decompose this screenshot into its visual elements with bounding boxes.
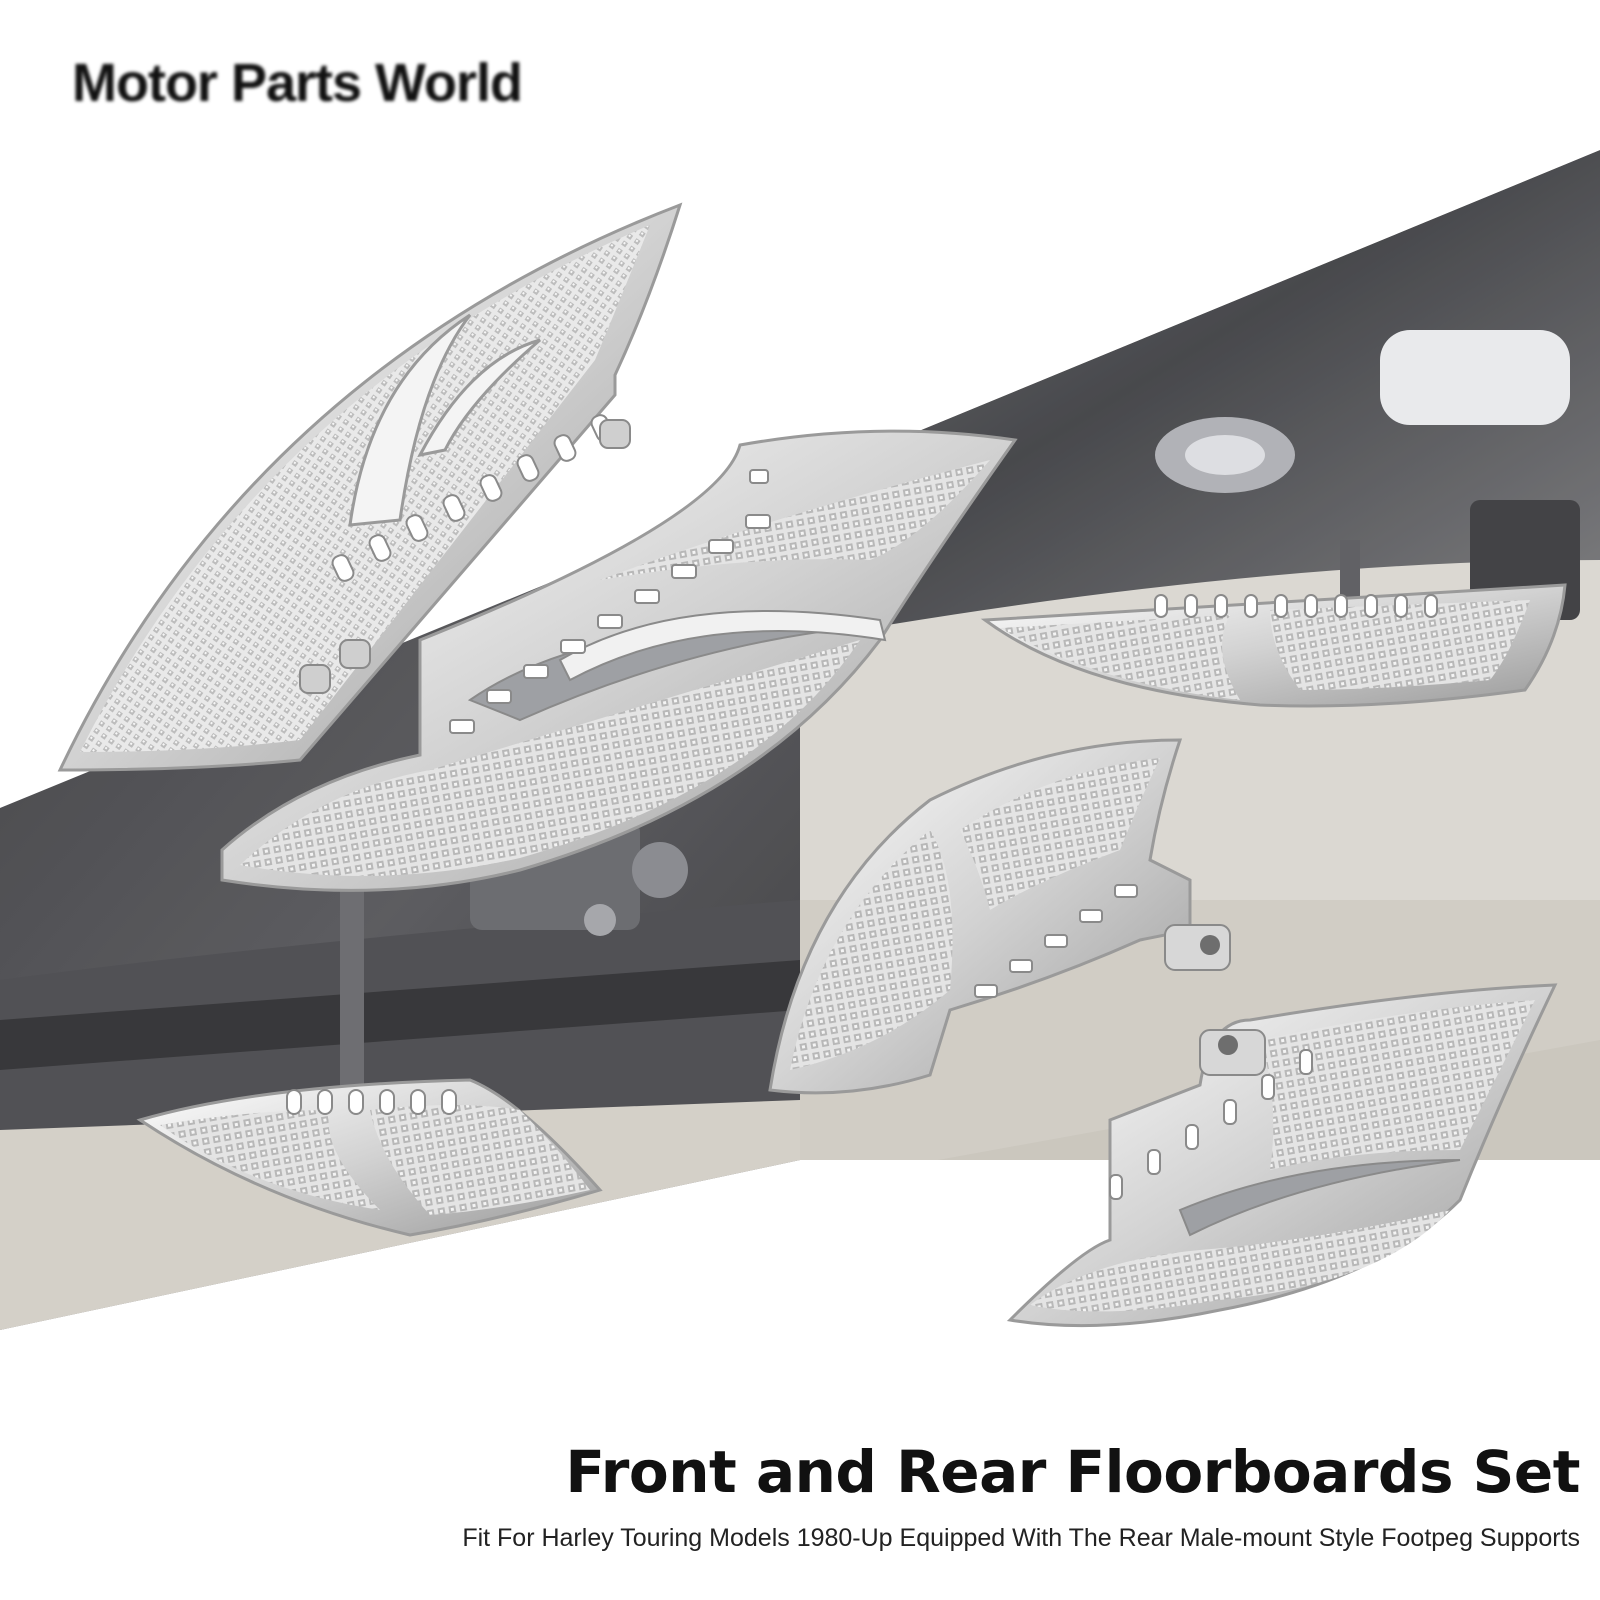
floorboard-front-right <box>220 429 1018 892</box>
product-subtitle: Fit For Harley Touring Models 1980-Up Eq… <box>462 1524 1580 1552</box>
product-title: Front and Rear Floorboards Set <box>565 1438 1580 1506</box>
floorboard-installed-rear <box>136 1078 603 1237</box>
floorboard-installed-front <box>980 583 1567 708</box>
floorboard-front-left <box>57 202 683 772</box>
floorboard-rear-left <box>768 738 1231 1095</box>
floorboard-rear-right <box>1006 983 1558 1328</box>
brand-watermark: Motor Parts World <box>72 53 523 113</box>
